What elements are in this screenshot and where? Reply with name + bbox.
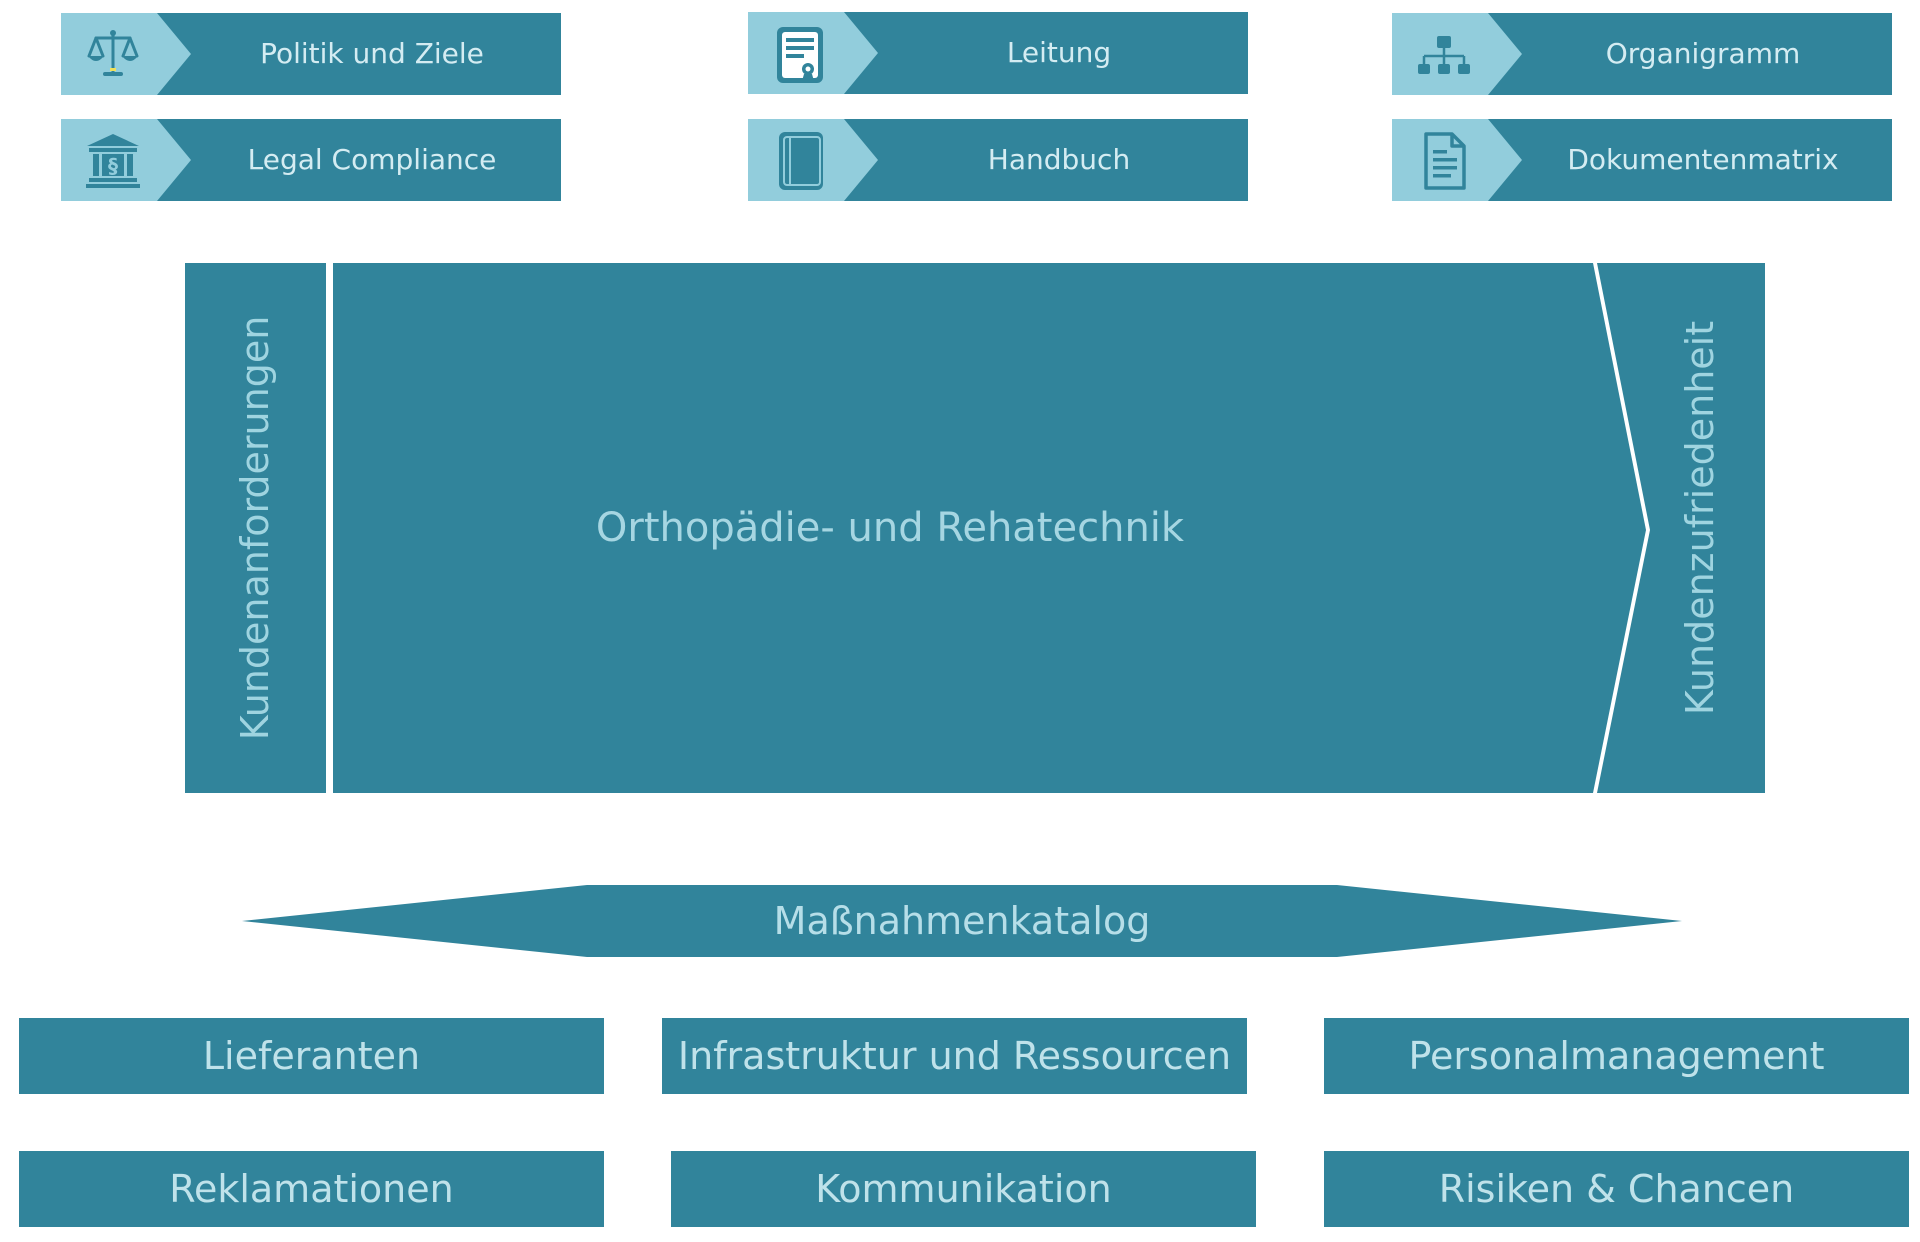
box-risiken-und-chancen[interactable]: Risiken & Chancen — [1324, 1151, 1909, 1227]
tile-label: Politik und Ziele — [260, 37, 484, 70]
scales-icon — [87, 30, 139, 76]
document-icon — [1424, 132, 1466, 190]
tile-label: Organigramm — [1605, 37, 1801, 70]
process-title: Orthopädie- und Rehatechnik — [595, 505, 1185, 551]
tile-label: Leitung — [1006, 36, 1112, 69]
input-bar — [185, 263, 326, 793]
tile-organigramm[interactable]: Organigramm — [1392, 13, 1892, 95]
box-personalmanagement[interactable]: Personalmanagement — [1324, 1018, 1909, 1094]
tile-leitung[interactable]: Leitung — [748, 12, 1248, 94]
process-arrow — [333, 263, 1646, 793]
org-chart-icon — [1418, 36, 1470, 74]
output-bar — [1597, 263, 1765, 793]
tile-label: Handbuch — [987, 143, 1131, 176]
tile-politik-und-ziele[interactable]: Politik und Ziele — [61, 13, 561, 95]
tile-legal-compliance[interactable]: § Legal Compliance — [61, 119, 561, 201]
certificate-icon — [777, 27, 823, 83]
catalog-banner[interactable]: Maßnahmenkatalog — [242, 885, 1682, 957]
catalog-label: Maßnahmenkatalog — [773, 899, 1151, 943]
box-lieferanten[interactable]: Lieferanten — [19, 1018, 604, 1094]
tile-label: Dokumentenmatrix — [1567, 143, 1839, 176]
process-block: Kundenanforderungen Orthopädie- und Reha… — [185, 263, 1765, 793]
tile-dokumentenmatrix[interactable]: Dokumentenmatrix — [1392, 119, 1892, 201]
box-kommunikation[interactable]: Kommunikation — [671, 1151, 1256, 1227]
book-icon — [779, 132, 823, 190]
output-label: Kundenzufriedenheit — [1678, 320, 1722, 716]
svg-text:§: § — [108, 154, 118, 178]
courthouse-paragraph-icon: § — [86, 134, 140, 188]
tile-label: Legal Compliance — [247, 143, 497, 176]
tile-handbuch[interactable]: Handbuch — [748, 119, 1248, 201]
input-label: Kundenanforderungen — [233, 315, 277, 741]
box-reklamationen[interactable]: Reklamationen — [19, 1151, 604, 1227]
box-infrastruktur-und-ressourcen[interactable]: Infrastruktur und Ressourcen — [662, 1018, 1247, 1094]
process-shapes — [185, 263, 1765, 793]
